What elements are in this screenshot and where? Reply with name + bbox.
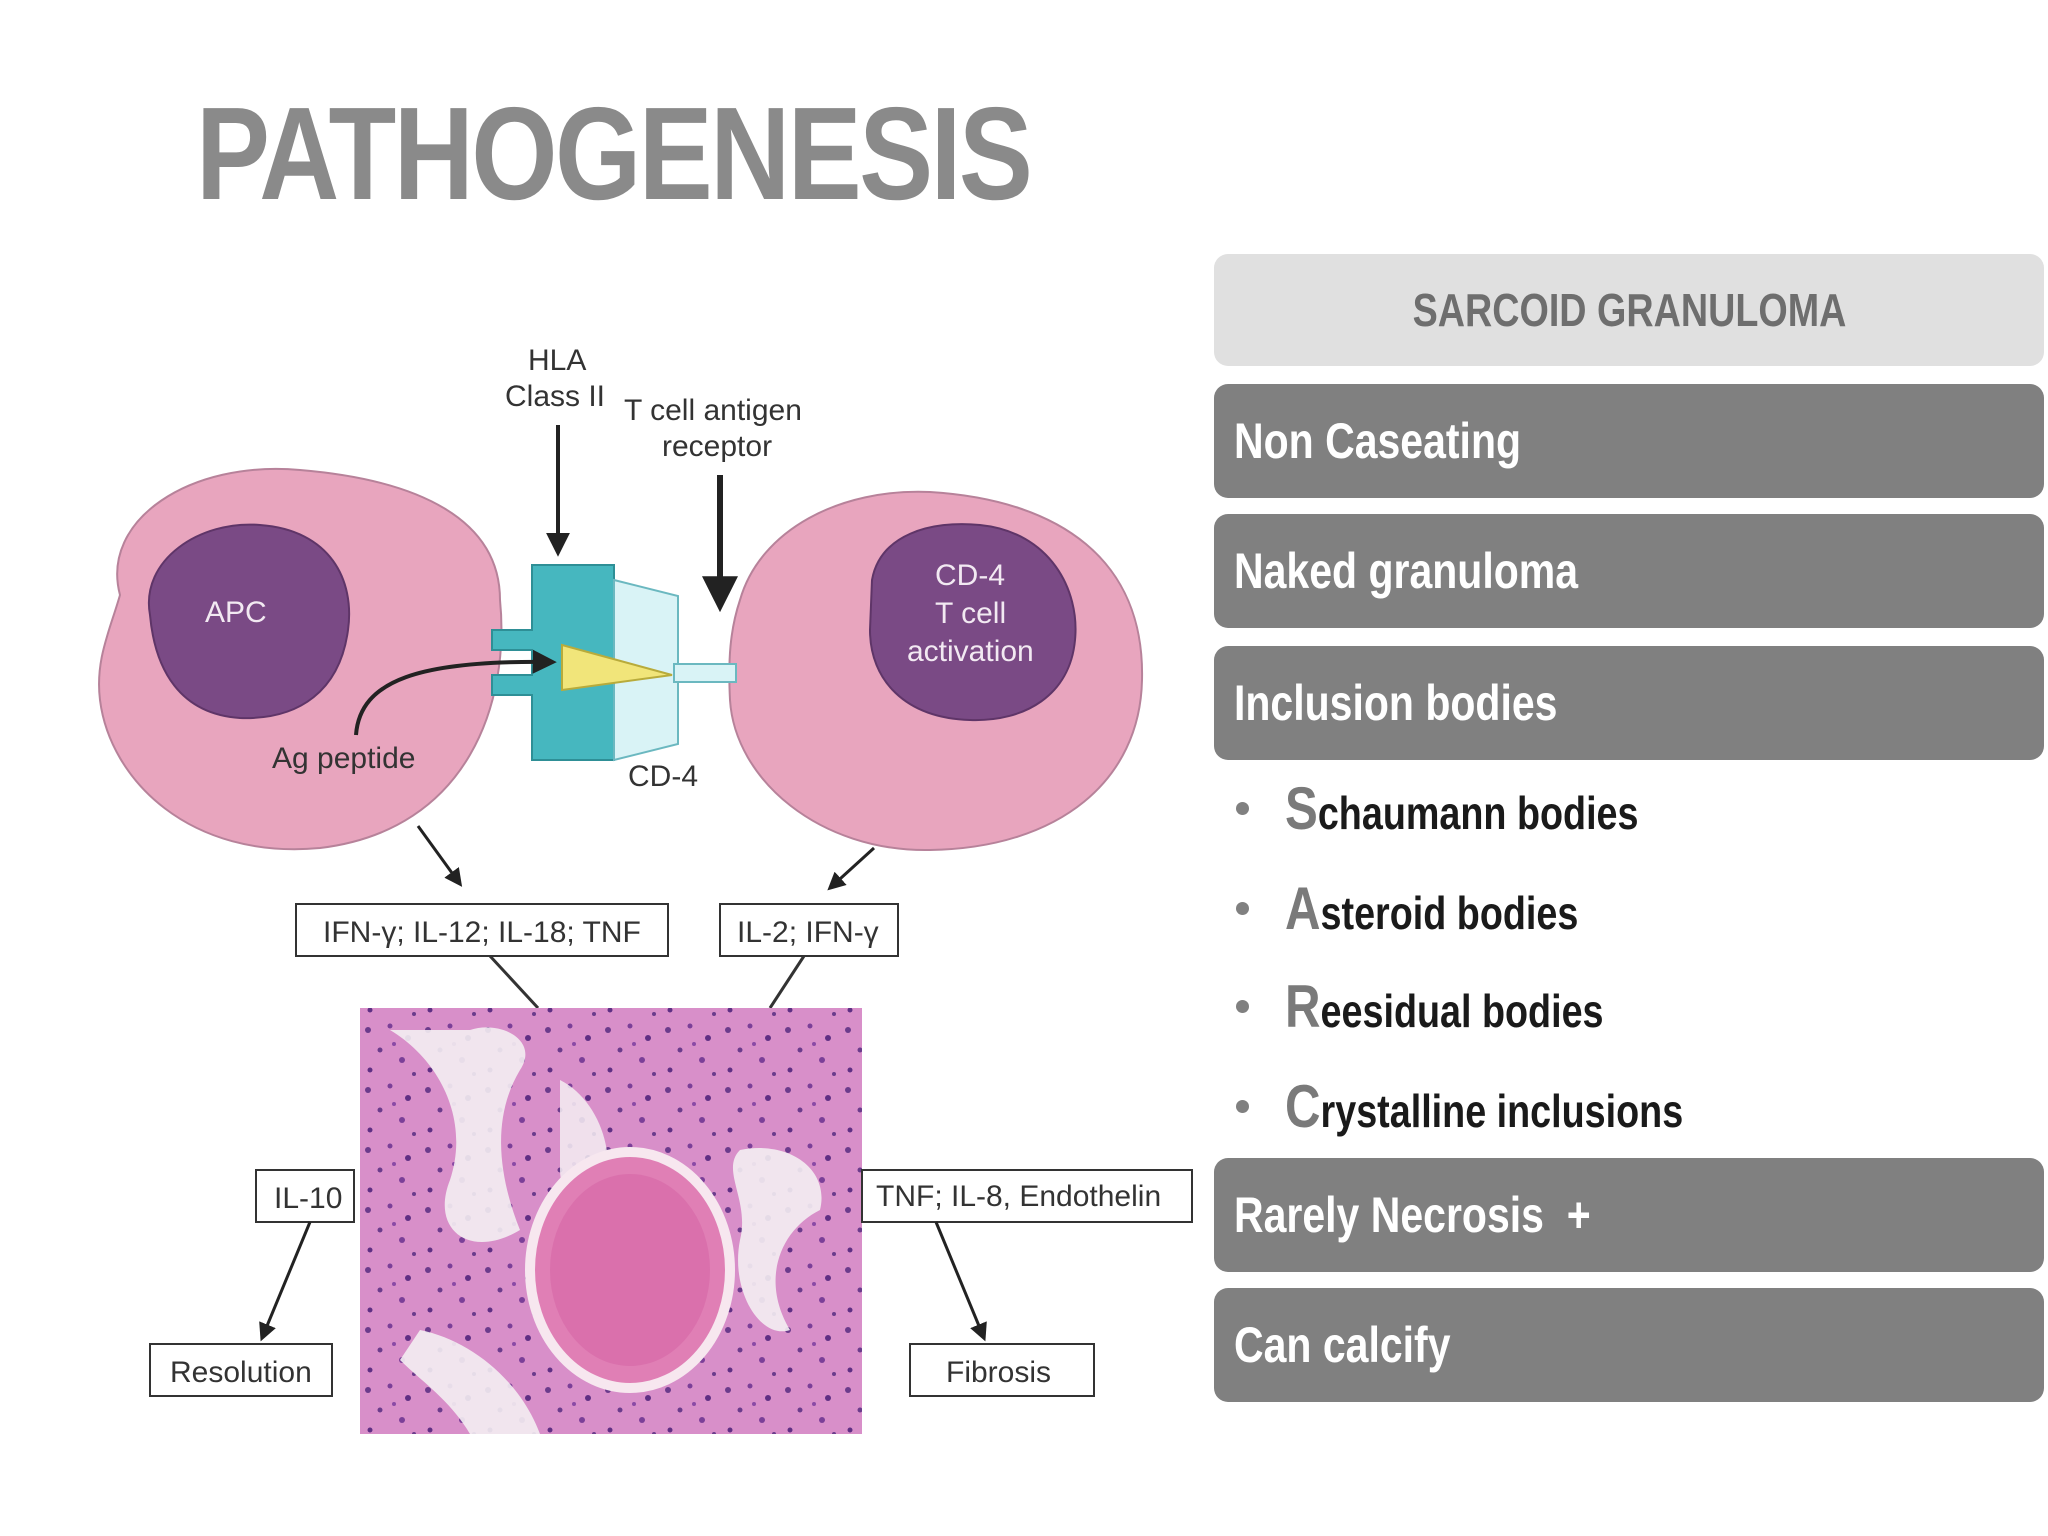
- panel-header-label: SARCOID GRANULOMA: [1412, 284, 1846, 336]
- resolution-label: Resolution: [170, 1356, 312, 1389]
- sub-item-residual: Reesidual bodies: [1236, 966, 1673, 1046]
- fibrosis-box: [909, 1343, 1095, 1397]
- cd4-label: CD-4: [628, 760, 698, 793]
- panel-item-naked-granuloma: Naked granuloma: [1214, 514, 2044, 628]
- tcell-label-1: CD-4: [935, 559, 1005, 592]
- sub-item-text: eesidual bodies: [1320, 984, 1604, 1037]
- bullet-icon: [1236, 1099, 1249, 1113]
- panel-item-label: Inclusion bodies: [1234, 675, 1558, 731]
- sub-item-initial: A: [1285, 874, 1321, 942]
- resolution-box: [149, 1343, 333, 1397]
- panel-header: SARCOID GRANULOMA: [1214, 254, 2044, 366]
- panel-item-label: Can calcify: [1234, 1317, 1451, 1373]
- tcr-label-2: receptor: [662, 430, 772, 463]
- apc-label: APC: [205, 596, 267, 629]
- tcell-label-3: activation: [907, 635, 1034, 668]
- bullet-icon: [1236, 901, 1249, 915]
- sub-item-schaumann: Schaumann bodies: [1236, 768, 1716, 848]
- panel-item-rarely-necrosis: Rarely Necrosis +: [1214, 1158, 2044, 1272]
- tcell-to-cytokines-arrow: [827, 846, 876, 891]
- tcr-label-1: T cell antigen: [624, 394, 802, 427]
- cytokines-tcell-box: [719, 903, 899, 957]
- fibrosis-label: Fibrosis: [946, 1356, 1051, 1389]
- cytokines-tcell-label: IL-2; IFN-γ: [737, 916, 879, 949]
- hla-label-1: HLA: [528, 344, 586, 377]
- histology-image: [360, 1008, 862, 1434]
- apc-nucleus: [147, 523, 351, 720]
- panel-item-non-caseating: Non Caseating: [1214, 384, 2044, 498]
- sub-item-text: steroid bodies: [1320, 886, 1579, 939]
- panel-item-label: Non Caseating: [1234, 413, 1522, 469]
- sub-item-initial: R: [1285, 972, 1321, 1040]
- tcell-label-2: T cell: [935, 597, 1006, 630]
- connector-left: [488, 954, 540, 1010]
- il10-label: IL-10: [274, 1182, 342, 1215]
- tnf-label: TNF; IL-8, Endothelin: [876, 1180, 1161, 1213]
- panel-item-can-calcify: Can calcify: [1214, 1288, 2044, 1402]
- sub-item-text: rystalline inclusions: [1320, 1084, 1684, 1137]
- panel-item-inclusion-bodies: Inclusion bodies: [1214, 646, 2044, 760]
- il10-to-resolution-arrow: [259, 1221, 312, 1342]
- tcr-stalk: [673, 663, 737, 683]
- connector-right: [768, 955, 806, 1009]
- ag-peptide-arrow: [354, 649, 557, 736]
- apc-to-cytokines-arrow: [416, 825, 463, 887]
- tnf-to-fibrosis-arrow: [934, 1221, 987, 1342]
- ag-peptide-label: Ag peptide: [272, 742, 415, 775]
- hla-label-2: Class II: [505, 380, 605, 413]
- slide-title: PATHOGENESIS: [196, 80, 1033, 227]
- sub-item-asteroid: Asteroid bodies: [1236, 868, 1643, 948]
- bullet-icon: [1236, 999, 1249, 1013]
- sub-item-initial: S: [1285, 774, 1318, 842]
- cytokines-apc-label: IFN-γ; IL-12; IL-18; TNF: [323, 916, 641, 949]
- panel-item-label: Rarely Necrosis +: [1234, 1187, 1591, 1243]
- tnf-box: [861, 1169, 1193, 1223]
- bullet-icon: [1236, 801, 1249, 815]
- t-cell-nucleus: [868, 523, 1077, 722]
- sub-item-initial: C: [1285, 1072, 1321, 1140]
- cytokines-apc-box: [295, 903, 669, 957]
- ag-peptide: [561, 643, 673, 692]
- panel-item-label: Naked granuloma: [1234, 543, 1579, 599]
- il10-box: [255, 1169, 355, 1223]
- sub-item-text: chaumann bodies: [1317, 786, 1639, 839]
- sub-item-crystalline: Crystalline inclusions: [1236, 1066, 1771, 1146]
